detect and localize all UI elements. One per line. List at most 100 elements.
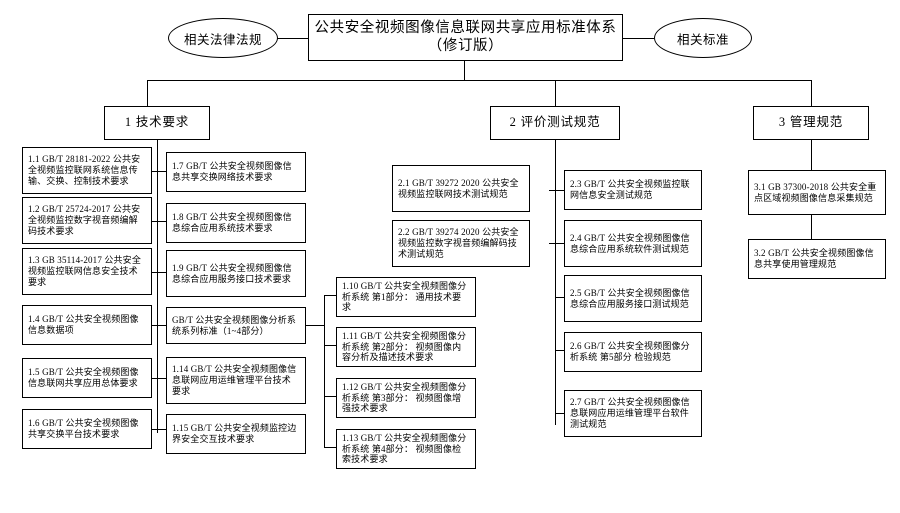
standard-text-1-3: 1.3 GB 35114-2017 公共安全视频监控联网信息安全技术要求 bbox=[28, 255, 141, 287]
connector-tech-rib-2-6 bbox=[157, 429, 166, 431]
root-title-box[interactable]: 公共安全视频图像信息联网共享应用标准体系 （修订版） bbox=[308, 14, 623, 61]
standard-box-1-7[interactable]: 1.7 GB/T 公共安全视频图像信息共享交换网络技术要求 bbox=[166, 152, 306, 192]
standard-box-1-14[interactable]: 1.14 GB/T 公共安全视频图像信息联网应用运维管理平台技术要求 bbox=[166, 357, 306, 404]
standard-box-1-4[interactable]: 1.4 GB/T 公共安全视频图像信息数据项 bbox=[22, 305, 152, 345]
connector-eval-rib-right-5 bbox=[555, 413, 564, 415]
standard-text-3-1: 3.1 GB 37300-2018 公共安全重点区域视频图像信息采集规范 bbox=[754, 181, 877, 203]
standard-text-1-13: 1.13 GB/T 公共安全视频图像分析系统 第4部分： 视频图像检索技术要求 bbox=[342, 432, 467, 465]
connector-tech-rib-1-4 bbox=[152, 325, 158, 327]
standard-box-2-2[interactable]: 2.2 GB/T 39274 2020 公共安全视频监控数字视音频编解码技术测试… bbox=[392, 220, 530, 267]
connector-eval-rib-left-1 bbox=[549, 190, 555, 192]
standard-box-1-series[interactable]: GB/T 公共安全视频图像分析系统系列标准（1~4部分） bbox=[166, 307, 306, 344]
standard-text-1-6: 1.6 GB/T 公共安全视频图像共享交换平台技术要求 bbox=[28, 418, 139, 439]
connector-tech-rib-2-4 bbox=[157, 325, 166, 327]
standard-text-1-14: 1.14 GB/T 公共安全视频图像信息联网应用运维管理平台技术要求 bbox=[172, 364, 297, 396]
connector-branch3-stem bbox=[811, 80, 813, 106]
related-laws-label: 相关法律法规 bbox=[183, 32, 262, 47]
standard-box-2-3[interactable]: 2.3 GB/T 公共安全视频监控联网信息安全测试规范 bbox=[564, 170, 702, 210]
connector-left-ellipse bbox=[276, 38, 308, 40]
branch-evaluation-test-spec[interactable]: 2 评价测试规范 bbox=[490, 106, 620, 140]
connector-series-rib-2 bbox=[324, 345, 336, 347]
standard-box-1-2[interactable]: 1.2 GB/T 25724-2017 公共安全视频监控数字视音频编解码技术要求 bbox=[22, 197, 152, 244]
standard-text-1-1: 1.1 GB/T 28181-2022 公共安全视频监控联网系统信息传输、交换、… bbox=[28, 154, 141, 186]
standard-text-2-7: 2.7 GB/T 公共安全视频图像信息联网应用运维管理平台软件测试规范 bbox=[570, 397, 690, 429]
standard-box-1-11[interactable]: 1.11 GB/T 公共安全视频图像分析系统 第2部分： 视频图像内容分析及描述… bbox=[336, 327, 476, 367]
standard-box-1-9[interactable]: 1.9 GB/T 公共安全视频图像信息综合应用服务接口技术要求 bbox=[166, 250, 306, 297]
connector-root-stem bbox=[464, 57, 466, 80]
connector-manage-link bbox=[811, 214, 813, 240]
standard-box-1-1[interactable]: 1.1 GB/T 28181-2022 公共安全视频监控联网系统信息传输、交换、… bbox=[22, 147, 152, 194]
standard-box-3-2[interactable]: 3.2 GB/T 公共安全视频图像信息共享使用管理规范 bbox=[748, 239, 886, 279]
branch-3-label: 3 管理规范 bbox=[778, 115, 844, 130]
related-standards-ellipse[interactable]: 相关标准 bbox=[654, 18, 752, 58]
connector-tech-rib-1-5 bbox=[152, 378, 158, 380]
connector-series-out bbox=[306, 325, 324, 327]
standard-text-1-9: 1.9 GB/T 公共安全视频图像信息综合应用服务接口技术要求 bbox=[172, 262, 292, 284]
standard-text-1-11: 1.11 GB/T 公共安全视频图像分析系统 第2部分： 视频图像内容分析及描述… bbox=[342, 330, 467, 363]
standard-box-1-8[interactable]: 1.8 GB/T 公共安全视频图像信息综合应用系统技术要求 bbox=[166, 203, 306, 243]
standard-text-2-5: 2.5 GB/T 公共安全视频图像信息综合应用服务接口测试规范 bbox=[570, 287, 690, 309]
standard-text-2-4: 2.4 GB/T 公共安全视频图像信息综合应用系统软件测试规范 bbox=[570, 232, 690, 254]
standard-text-1-12: 1.12 GB/T 公共安全视频图像分析系统 第3部分： 视频图像增强技术要求 bbox=[342, 381, 467, 414]
standard-text-1-15: 1.15 GB/T 公共安全视频监控边界安全交互技术要求 bbox=[172, 423, 297, 444]
root-title-text: 公共安全视频图像信息联网共享应用标准体系 （修订版） bbox=[309, 20, 622, 55]
standard-text-1-series: GB/T 公共安全视频图像分析系统系列标准（1~4部分） bbox=[172, 314, 296, 336]
standard-text-2-6: 2.6 GB/T 公共安全视频图像分析系统 第5部分 检验规范 bbox=[570, 341, 690, 362]
connector-tech-rib-2-5 bbox=[157, 378, 166, 380]
connector-tech-rib-1-2 bbox=[152, 221, 158, 223]
standard-box-2-1[interactable]: 2.1 GB/T 39272 2020 公共安全视频监控联网技术测试规范 bbox=[392, 165, 530, 212]
connector-branch1-stem bbox=[147, 80, 149, 106]
branch-1-label: 1 技术要求 bbox=[124, 115, 190, 130]
connector-tech-rib-2-2 bbox=[157, 221, 166, 223]
standard-box-1-5[interactable]: 1.5 GB/T 公共安全视频图像信息联网共享应用总体要求 bbox=[22, 358, 152, 398]
related-standards-label: 相关标准 bbox=[676, 32, 729, 47]
standard-box-1-10[interactable]: 1.10 GB/T 公共安全视频图像分析系统 第1部分： 通用技术要求 bbox=[336, 277, 476, 317]
standard-box-3-1[interactable]: 3.1 GB 37300-2018 公共安全重点区域视频图像信息采集规范 bbox=[748, 170, 886, 215]
standard-text-1-2: 1.2 GB/T 25724-2017 公共安全视频监控数字视音频编解码技术要求 bbox=[28, 204, 141, 236]
connector-tech-rib-1-3 bbox=[152, 272, 158, 274]
connector-series-spine bbox=[324, 295, 326, 447]
standard-box-2-5[interactable]: 2.5 GB/T 公共安全视频图像信息综合应用服务接口测试规范 bbox=[564, 275, 702, 322]
standard-box-2-4[interactable]: 2.4 GB/T 公共安全视频图像信息综合应用系统软件测试规范 bbox=[564, 220, 702, 267]
standard-text-2-3: 2.3 GB/T 公共安全视频监控联网信息安全测试规范 bbox=[570, 179, 690, 200]
connector-tech-rib-1-6 bbox=[152, 429, 158, 431]
standard-box-1-3[interactable]: 1.3 GB 35114-2017 公共安全视频监控联网信息安全技术要求 bbox=[22, 248, 152, 295]
related-laws-ellipse[interactable]: 相关法律法规 bbox=[168, 18, 278, 58]
standard-text-3-2: 3.2 GB/T 公共安全视频图像信息共享使用管理规范 bbox=[754, 248, 874, 269]
standard-box-2-7[interactable]: 2.7 GB/T 公共安全视频图像信息联网应用运维管理平台软件测试规范 bbox=[564, 390, 702, 437]
connector-branch2-stem bbox=[555, 80, 557, 106]
standard-box-1-13[interactable]: 1.13 GB/T 公共安全视频图像分析系统 第4部分： 视频图像检索技术要求 bbox=[336, 429, 476, 469]
connector-tech-rib-2-3 bbox=[157, 272, 166, 274]
standard-text-1-8: 1.8 GB/T 公共安全视频图像信息综合应用系统技术要求 bbox=[172, 212, 292, 233]
connector-tech-rib-2-1 bbox=[157, 171, 166, 173]
connector-right-ellipse bbox=[622, 38, 654, 40]
standard-box-1-6[interactable]: 1.6 GB/T 公共安全视频图像共享交换平台技术要求 bbox=[22, 409, 152, 449]
connector-tech-spine bbox=[157, 140, 159, 433]
branch-2-label: 2 评价测试规范 bbox=[509, 115, 601, 130]
standard-text-1-5: 1.5 GB/T 公共安全视频图像信息联网共享应用总体要求 bbox=[28, 367, 139, 388]
connector-eval-rib-right-2 bbox=[555, 243, 564, 245]
standard-text-2-1: 2.1 GB/T 39272 2020 公共安全视频监控联网技术测试规范 bbox=[398, 177, 519, 199]
branch-technical-requirements[interactable]: 1 技术要求 bbox=[104, 106, 210, 140]
standard-text-1-7: 1.7 GB/T 公共安全视频图像信息共享交换网络技术要求 bbox=[172, 161, 292, 182]
standard-text-1-10: 1.10 GB/T 公共安全视频图像分析系统 第1部分： 通用技术要求 bbox=[342, 280, 467, 313]
root-title-line1: 公共安全视频图像信息联网共享应用标准体系 bbox=[314, 19, 617, 36]
connector-series-rib-3 bbox=[324, 396, 336, 398]
standard-box-1-15[interactable]: 1.15 GB/T 公共安全视频监控边界安全交互技术要求 bbox=[166, 414, 306, 454]
connector-eval-rib-left-2 bbox=[549, 243, 555, 245]
standard-box-1-12[interactable]: 1.12 GB/T 公共安全视频图像分析系统 第3部分： 视频图像增强技术要求 bbox=[336, 378, 476, 418]
connector-eval-rib-right-3 bbox=[555, 297, 564, 299]
connector-eval-spine bbox=[555, 140, 557, 425]
connector-manage-spine bbox=[811, 140, 813, 170]
connector-eval-rib-right-1 bbox=[555, 190, 564, 192]
branch-management-spec[interactable]: 3 管理规范 bbox=[753, 106, 869, 140]
connector-tech-rib-1-1 bbox=[152, 171, 158, 173]
standard-box-2-6[interactable]: 2.6 GB/T 公共安全视频图像分析系统 第5部分 检验规范 bbox=[564, 332, 702, 372]
connector-eval-rib-right-4 bbox=[555, 350, 564, 352]
standard-text-2-2: 2.2 GB/T 39274 2020 公共安全视频监控数字视音频编解码技术测试… bbox=[398, 227, 519, 259]
root-title-line2: （修订版） bbox=[427, 37, 504, 54]
connector-series-rib-4 bbox=[324, 447, 336, 449]
connector-main-bus bbox=[147, 80, 811, 82]
standard-text-1-4: 1.4 GB/T 公共安全视频图像信息数据项 bbox=[28, 314, 139, 335]
